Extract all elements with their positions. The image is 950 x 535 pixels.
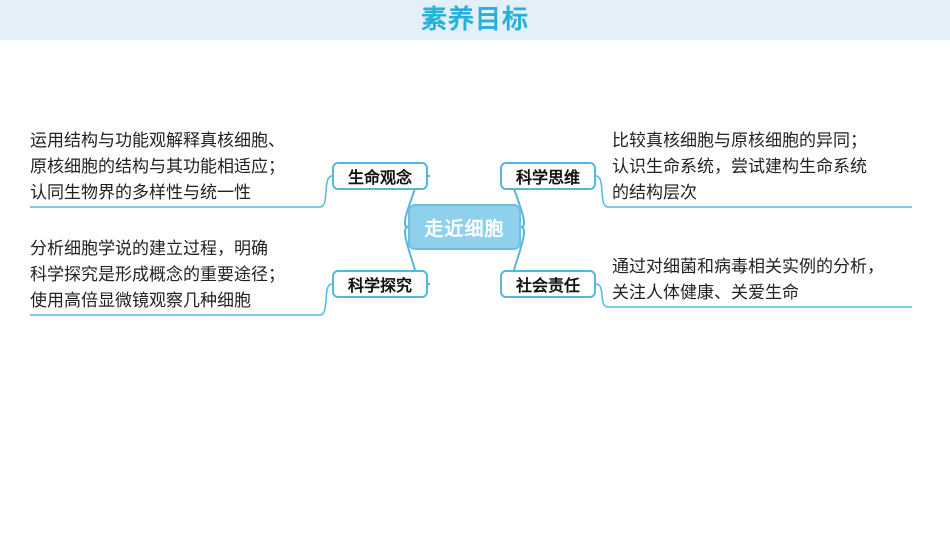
connector-scientific-inquiry-text	[30, 283, 333, 316]
description-line: 认识生命系统，尝试建构生命系统	[612, 157, 867, 177]
description-line: 比较真核细胞与原核细胞的异同；	[612, 131, 867, 151]
description-line: 关注人体健康、关爱生命	[612, 283, 799, 303]
description-line: 通过对细菌和病毒相关实例的分析，	[612, 257, 884, 277]
page-title: 素养目标	[420, 5, 529, 35]
social-responsibility-description: 通过对细菌和病毒相关实例的分析， 关注人体健康、关爱生命	[612, 254, 884, 306]
center-topic-node: 走近细胞	[408, 204, 521, 250]
category-scientific-thinking: 科学思维	[500, 162, 596, 190]
category-life-concept: 生命观念	[332, 162, 428, 190]
description-line: 认同生物界的多样性与统一性	[30, 183, 251, 203]
description-line: 分析细胞学说的建立过程，明确	[30, 239, 268, 259]
description-line: 科学探究是形成概念的重要途径；	[30, 265, 285, 285]
scientific-thinking-description: 比较真核细胞与原核细胞的异同； 认识生命系统，尝试建构生命系统 的结构层次	[612, 128, 867, 206]
scientific-inquiry-description: 分析细胞学说的建立过程，明确 科学探究是形成概念的重要途径； 使用高倍显微镜观察…	[30, 236, 285, 314]
life-concept-description: 运用结构与功能观解释真核细胞、 原核细胞的结构与其功能相适应； 认同生物界的多样…	[30, 128, 285, 206]
description-line: 运用结构与功能观解释真核细胞、	[30, 131, 285, 151]
connector-life-concept-text	[30, 175, 333, 208]
connector-social-responsibility-text	[595, 283, 912, 308]
connector-scientific-thinking-text	[595, 175, 912, 208]
description-line: 使用高倍显微镜观察几种细胞	[30, 291, 251, 311]
description-line: 的结构层次	[612, 183, 697, 203]
category-social-responsibility: 社会责任	[500, 270, 596, 298]
category-scientific-inquiry: 科学探究	[332, 270, 428, 298]
title-bar	[0, 0, 950, 40]
description-line: 原核细胞的结构与其功能相适应；	[30, 157, 285, 177]
